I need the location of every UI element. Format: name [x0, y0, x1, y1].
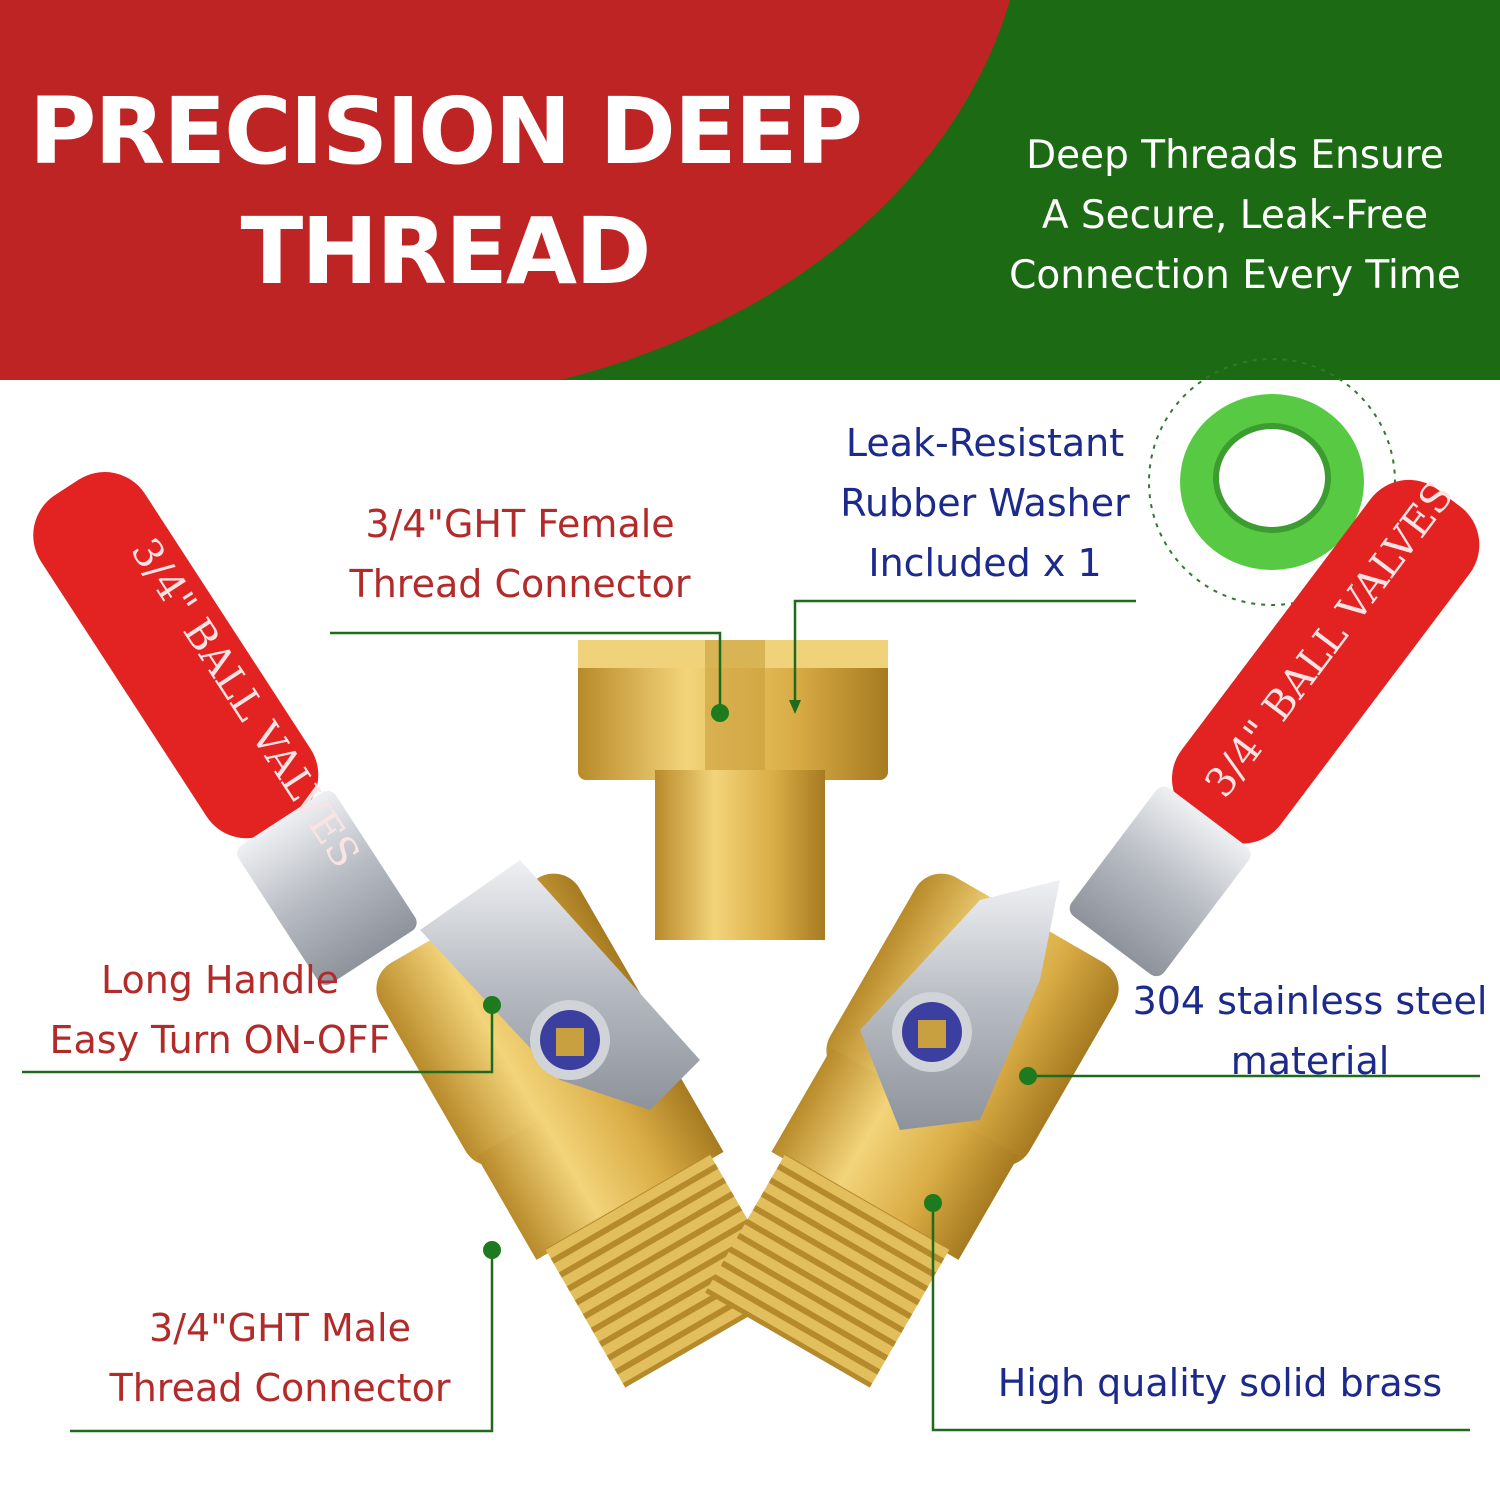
subtitle-line3: Connection Every Time: [1009, 253, 1461, 298]
callout-brass-line1: High quality solid brass: [997, 1361, 1443, 1405]
leader-dots: [483, 704, 1037, 1259]
washer-icon: [1148, 358, 1396, 606]
callout-male-connector: 3/4"GHT Male Thread Connector: [70, 1298, 490, 1418]
callout-female-line2: Thread Connector: [349, 562, 691, 606]
callout-handle-line1: Long Handle: [100, 958, 340, 1002]
callout-stainless-line2: material: [1230, 1039, 1390, 1083]
leader-handle: [22, 1005, 494, 1074]
callout-stainless: 304 stainless steel material: [1110, 971, 1500, 1091]
leader-male: [70, 1250, 494, 1433]
leader-lines: [22, 599, 1480, 1433]
callout-washer-line1: Leak-Resistant: [845, 421, 1125, 465]
callout-stainless-line1: 304 stainless steel: [1132, 979, 1488, 1023]
leader-washer: [793, 599, 1136, 705]
headline-line2: THREAD: [240, 198, 651, 305]
callout-male-line2: Thread Connector: [109, 1366, 451, 1410]
banner: [0, 0, 1500, 380]
banner-red-panel: [0, 0, 1010, 380]
callout-washer: Leak-Resistant Rubber Washer Included x …: [805, 413, 1165, 593]
callout-handle-line2: Easy Turn ON-OFF: [49, 1018, 391, 1062]
callout-female-line1: 3/4"GHT Female: [365, 502, 675, 546]
callout-washer-line3: Included x 1: [868, 541, 1102, 585]
callout-long-handle: Long Handle Easy Turn ON-OFF: [10, 950, 430, 1070]
headline-line1: PRECISION DEEP: [28, 78, 863, 185]
arrow-head: [789, 700, 801, 714]
callout-male-line1: 3/4"GHT Male: [149, 1306, 411, 1350]
leader-brass: [931, 1203, 1470, 1432]
leader-female: [330, 631, 722, 713]
callout-brass: High quality solid brass: [960, 1353, 1480, 1413]
subtitle-line2: A Secure, Leak-Free: [1041, 193, 1429, 238]
callout-female-connector: 3/4"GHT Female Thread Connector: [310, 494, 730, 614]
subtitle-line1: Deep Threads Ensure: [1026, 133, 1444, 178]
brass-y-valve: [376, 640, 1119, 1388]
callout-washer-line2: Rubber Washer: [840, 481, 1130, 525]
